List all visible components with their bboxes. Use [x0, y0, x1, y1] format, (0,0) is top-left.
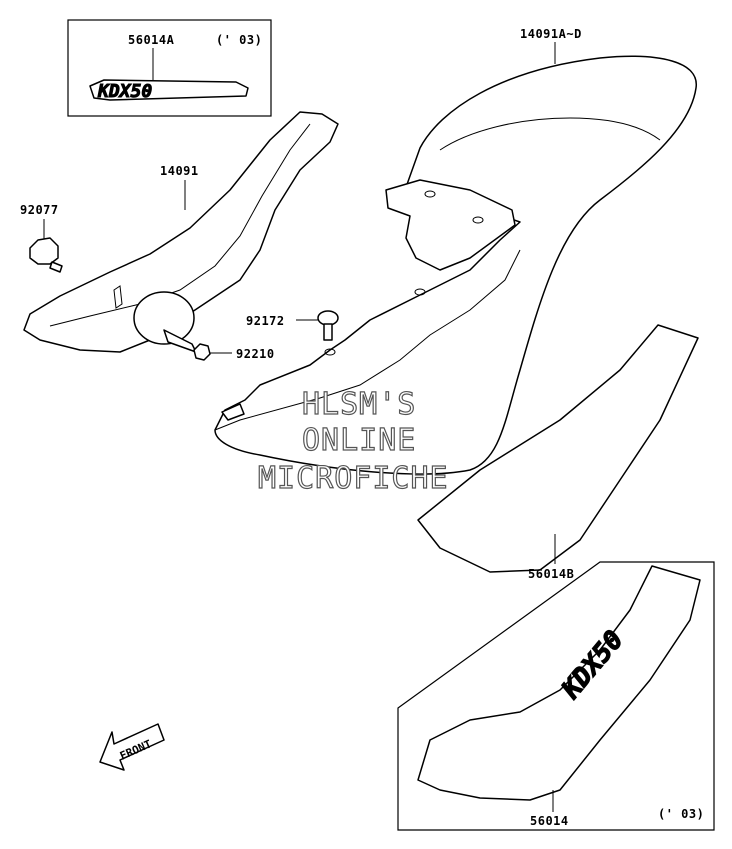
decal-stripe-body [417, 324, 699, 573]
decal-kdx-top-logo: KDX50 [97, 81, 152, 102]
decal-kdx-top-group: 56014A (' 03) KDX50 [67, 19, 272, 117]
nut-body [193, 343, 211, 361]
screw-shank [323, 323, 333, 341]
decal-kdx-bottom-box [397, 561, 715, 831]
side-cover-body [23, 111, 339, 353]
bracket-hole-1 [424, 190, 436, 198]
watermark-line1: HLSM'S [302, 387, 416, 422]
decal-kdx-bottom-body [417, 565, 701, 801]
seat-cover-group: 14091A~D [214, 27, 697, 475]
label-14091: 14091 [160, 164, 199, 178]
decal-stripe-group: 56014B [417, 324, 699, 581]
label-92210: 92210 [236, 347, 275, 361]
mount-hole-2 [324, 348, 336, 356]
watermark-line2: ONLINE [302, 423, 416, 458]
label-56014B: 56014B [528, 567, 574, 581]
decal-kdx-bottom-group: KDX50 56014 (' 03) [397, 561, 715, 831]
label-56014-year: (' 03) [658, 807, 704, 821]
front-arrow-icon [99, 723, 165, 771]
nut-group: 92210 [193, 343, 275, 361]
label-92172: 92172 [246, 314, 285, 328]
knob-group: 92077 [20, 203, 63, 273]
side-cover-group: 14091 [23, 111, 339, 353]
screw-head [317, 310, 339, 326]
label-56014A: 56014A [128, 33, 175, 47]
label-56014A-year: (' 03) [216, 33, 262, 47]
label-56014: 56014 [530, 814, 569, 828]
side-cover-slot [113, 285, 123, 309]
knob-stud [49, 261, 63, 273]
label-14091A-D: 14091A~D [520, 27, 582, 41]
watermark: HLSM'S ONLINE MICROFICHE [257, 386, 449, 496]
mount-hole-1 [414, 288, 426, 296]
decal-kdx-top-badge [89, 79, 249, 101]
bracket-hole-2 [472, 216, 484, 224]
seat-tab [221, 403, 245, 421]
side-cover-boss [133, 291, 195, 345]
seat-cover-highlight [439, 117, 661, 151]
decal-kdx-top-box [67, 19, 272, 117]
label-92077: 92077 [20, 203, 59, 217]
seat-cover-body [214, 55, 697, 475]
knob-body [29, 237, 59, 265]
seat-cover-edge [214, 249, 521, 431]
watermark-line3: MICROFICHE [258, 461, 449, 496]
side-cover-inner-line [49, 123, 311, 327]
seat-mount-bracket [385, 179, 516, 271]
front-arrow-group: FRONT [99, 723, 165, 771]
screw-group: 92172 [246, 310, 339, 341]
